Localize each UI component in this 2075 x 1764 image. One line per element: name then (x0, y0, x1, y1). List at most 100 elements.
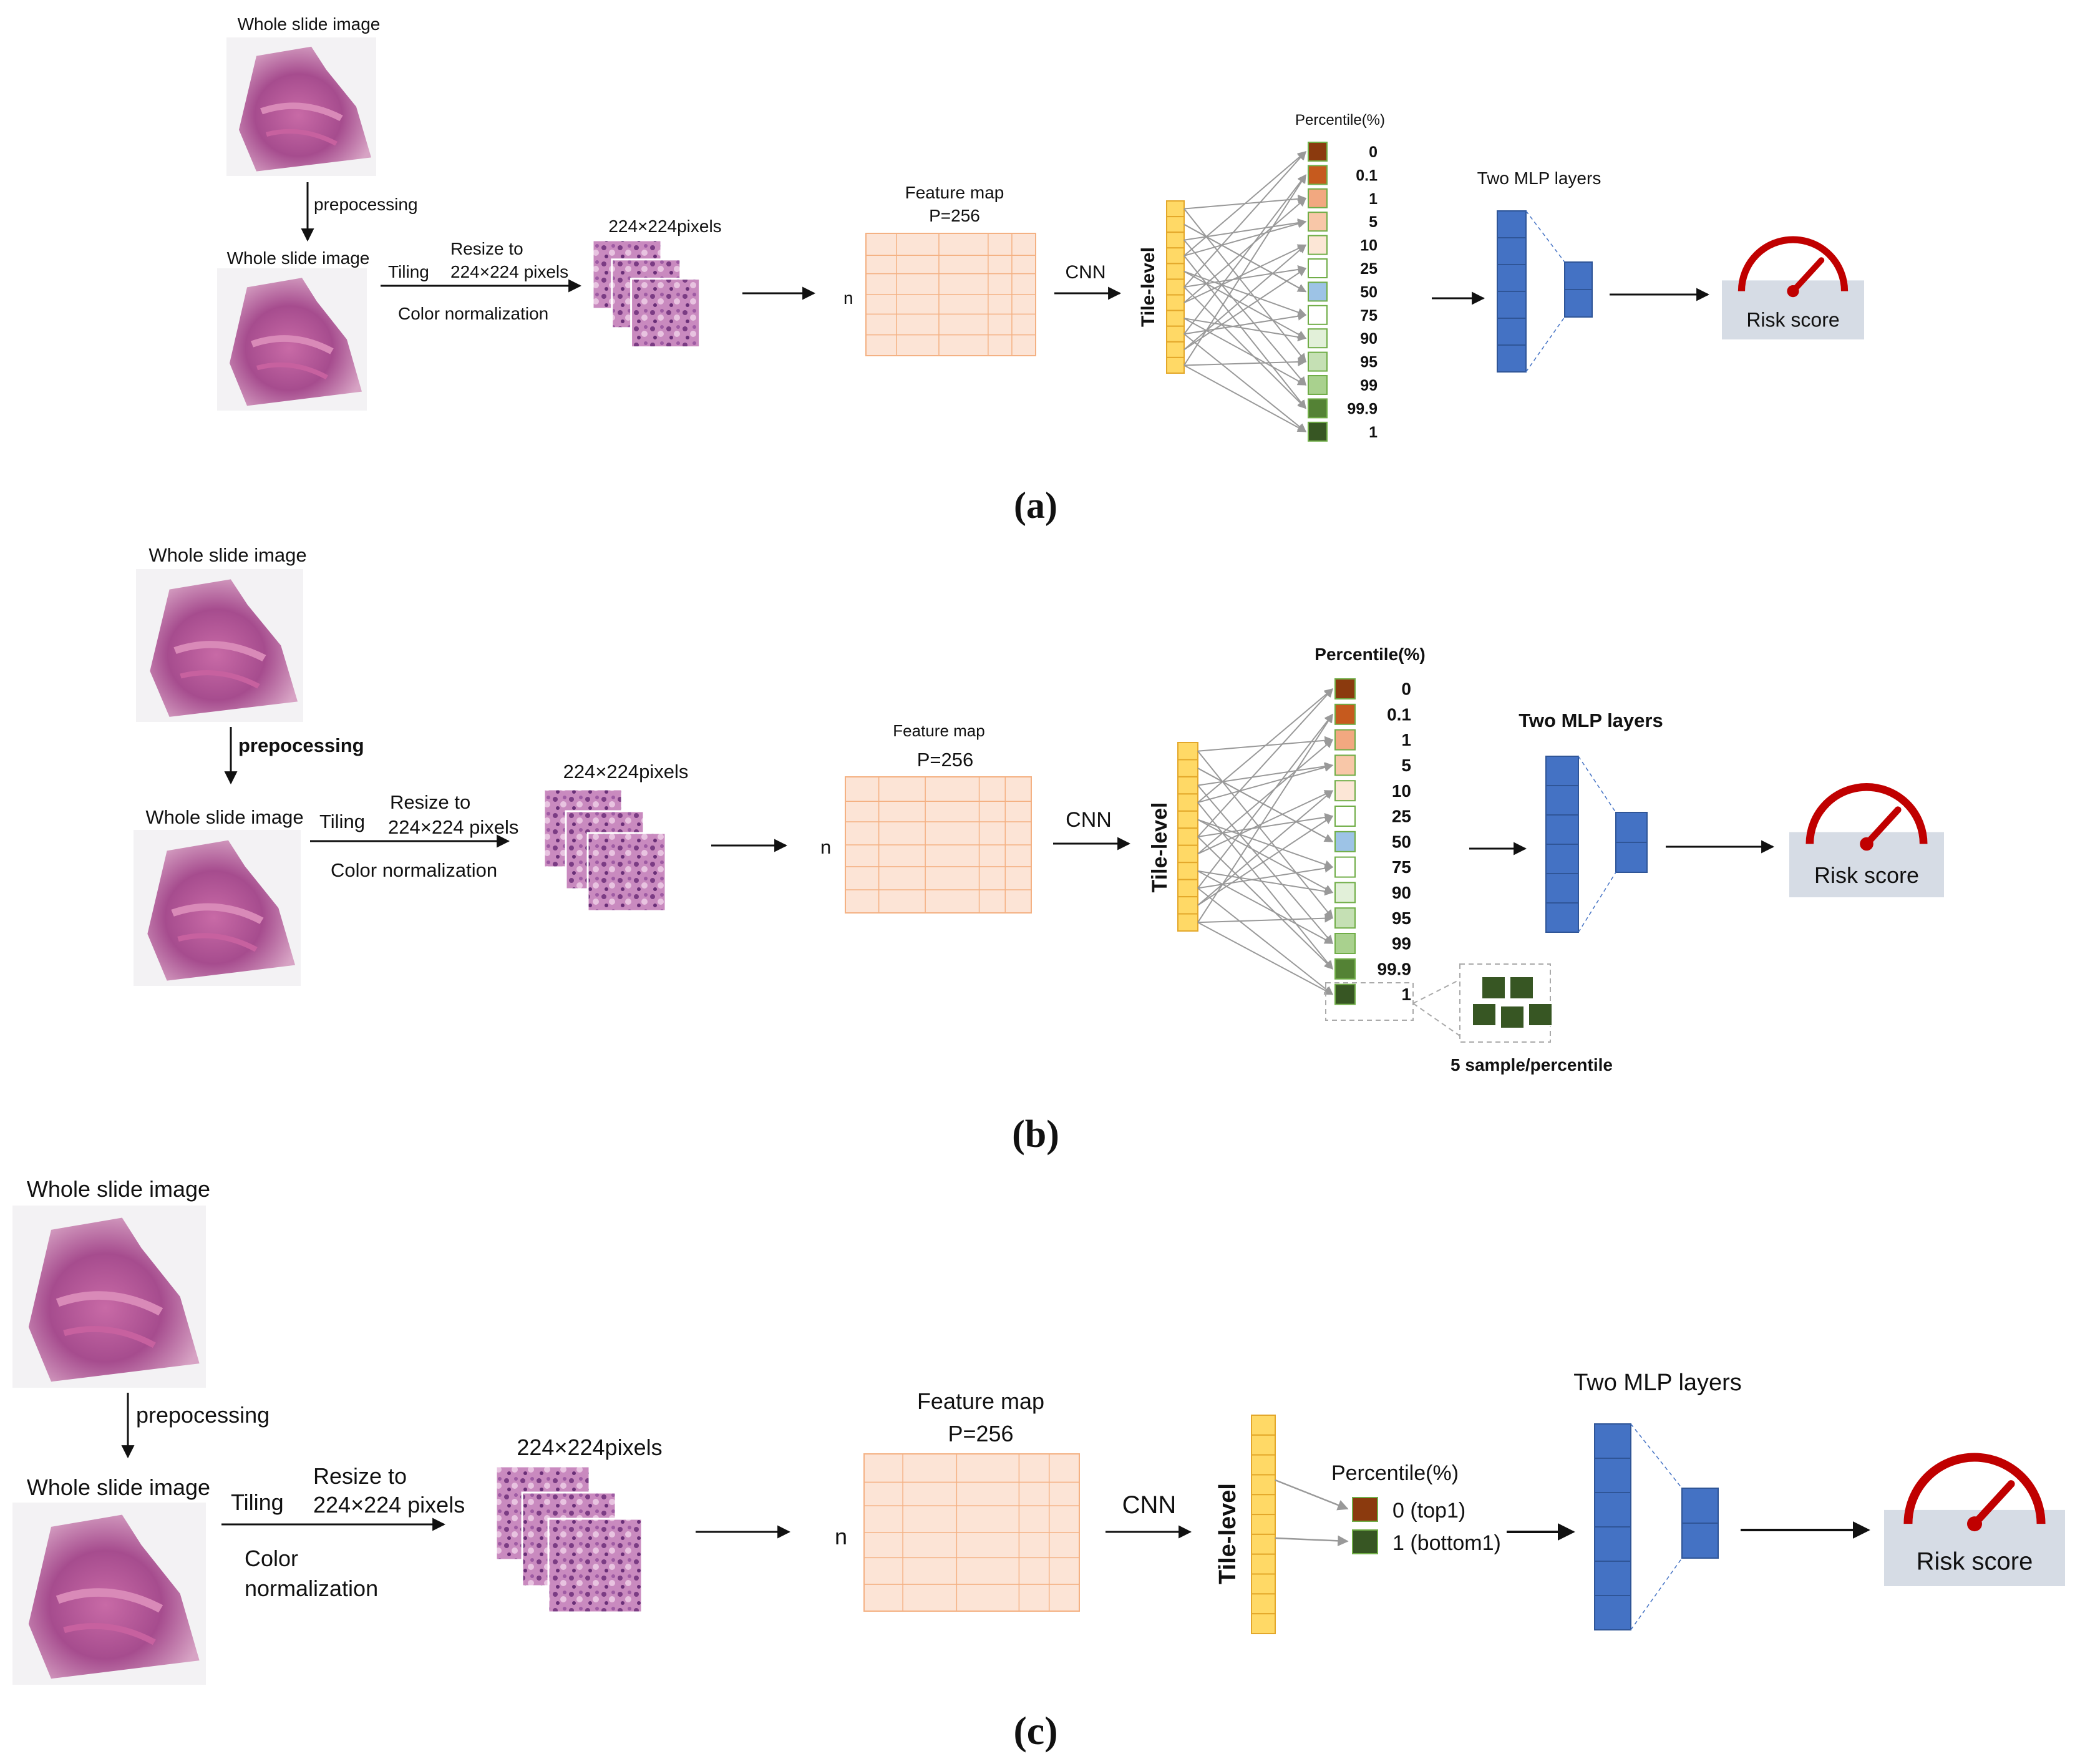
percentile-value: 1 (1401, 730, 1411, 749)
tile-to-percentile-arrow (1183, 240, 1306, 386)
tile-cell (1177, 827, 1198, 846)
tiling-label: Tiling (319, 811, 365, 832)
tile-cell (1177, 742, 1198, 761)
preprocessing-label: prepocessing (136, 1402, 270, 1428)
percentile-box (1308, 351, 1328, 372)
percentile-box (1334, 729, 1356, 751)
caption-c: (c) (1013, 1708, 1057, 1753)
tile-to-percentile-arrow (1183, 208, 1306, 363)
tile-cell (1166, 356, 1185, 374)
tile-cell (1166, 309, 1185, 327)
preprocessing-label: prepocessing (238, 734, 364, 756)
cnn-label: CNN (1066, 808, 1112, 832)
tile-to-percentile-arrow (1275, 1535, 1349, 1547)
percentile-box-top1 (1352, 1497, 1378, 1522)
tile-cell (1251, 1613, 1276, 1635)
resize-size-label: 224×224 pixels (450, 262, 568, 281)
percentile-value: 99 (1392, 934, 1411, 953)
tile-cell (1177, 879, 1198, 898)
percentile-value: 1 (1369, 190, 1378, 208)
percentile-value: 95 (1360, 354, 1378, 371)
tile-to-percentile-arrow (1183, 364, 1307, 432)
feature-dimension-label: P=256 (948, 1421, 1013, 1446)
mlp-cell (1497, 318, 1527, 346)
tile-image (586, 832, 667, 912)
tile-to-percentile-arrow (1183, 255, 1306, 409)
tissue-band (171, 903, 264, 924)
tile-to-percentile-arrow (1197, 751, 1333, 919)
tissue-band (63, 1326, 156, 1348)
tile-to-percentile-arrow (1183, 311, 1307, 335)
tile-to-percentile-arrow (1197, 713, 1333, 923)
percentile-box (1308, 375, 1328, 395)
two-mlp-layers-label: Two MLP layers (1573, 1370, 1742, 1396)
tile-to-percentile-arrow (1197, 762, 1334, 786)
two-mlp-layers-label: Two MLP layers (1477, 168, 1601, 188)
tile-level-label: Tile-level (1138, 247, 1159, 327)
percentile-value: 75 (1392, 857, 1411, 877)
tile-to-percentile-arrow (1183, 174, 1306, 366)
percentile-box (1308, 212, 1328, 232)
mlp-cell (1545, 902, 1579, 933)
tile-to-percentile-arrow (1183, 357, 1307, 366)
tile-size-label: 224×224pixels (563, 761, 689, 782)
tile-to-percentile-arrow (1183, 219, 1307, 256)
feature-map-label: Feature map (905, 183, 1004, 202)
mlp-cell (1681, 1488, 1719, 1524)
tile-to-percentile-arrow (1197, 763, 1334, 804)
tissue-band (173, 641, 266, 661)
tile-to-percentile-arrow (1197, 870, 1334, 896)
sample-tile (1500, 1005, 1525, 1029)
tile-cell (1166, 231, 1185, 249)
percentile-value: 25 (1360, 260, 1378, 278)
tile-to-percentile-arrow (1183, 268, 1307, 351)
whole-slide-image-raw (226, 37, 376, 176)
tissue-band (260, 102, 343, 122)
tile-to-percentile-arrow (1197, 914, 1334, 923)
sample-highlight-box (1325, 982, 1414, 1021)
tile-level-label: Tile-level (1148, 802, 1172, 893)
tile-stack (591, 239, 701, 349)
tile-to-percentile-arrow (1197, 713, 1333, 889)
zoom-connector (1412, 979, 1460, 1004)
gauge-needle (1790, 257, 1825, 295)
tile-level-bar (1166, 200, 1185, 374)
percentile-box (1334, 856, 1356, 878)
tile-cell (1177, 862, 1198, 880)
percentile-box (1308, 328, 1328, 349)
tile-cell (1251, 1573, 1276, 1595)
resize-size-label: 224×224 pixels (388, 816, 518, 838)
tile-cell (1166, 263, 1185, 280)
mlp-connector (1630, 1423, 1683, 1489)
sample-tile (1472, 1003, 1497, 1026)
resize-to-label: Resize to (390, 791, 470, 813)
percentile-value: 75 (1360, 307, 1378, 324)
tile-to-percentile-arrow (1183, 174, 1306, 334)
mlp-cell (1594, 1526, 1631, 1562)
percentile-box (1334, 933, 1356, 954)
percentile-box (1308, 165, 1328, 185)
whole-slide-image-normalized (12, 1503, 206, 1685)
normalization-label: normalization (245, 1576, 378, 1601)
percentile-box (1308, 398, 1328, 419)
mlp-layers (1545, 756, 1648, 933)
mlp-cell (1594, 1561, 1631, 1596)
percentile-value: 90 (1392, 883, 1411, 902)
sample-tile (1509, 976, 1534, 1000)
cnn-label: CNN (1122, 1491, 1177, 1519)
whole-slide-image-label: Whole slide image (227, 248, 370, 268)
tile-level-label: Tile-level (1215, 1483, 1241, 1584)
percentile-box (1308, 188, 1328, 208)
tile-image (630, 278, 701, 349)
tile-image (547, 1518, 643, 1614)
mlp-cell (1497, 237, 1527, 265)
percentile-box (1334, 703, 1356, 725)
mlp-cell (1497, 291, 1527, 319)
percentile-value: 10 (1360, 237, 1378, 255)
risk-score: Risk score (1722, 236, 1864, 339)
percentile-box (1334, 754, 1356, 776)
feature-dimension-label: P=256 (929, 206, 980, 225)
percentile-value: 99 (1360, 377, 1378, 394)
cnn-label: CNN (1066, 262, 1106, 283)
